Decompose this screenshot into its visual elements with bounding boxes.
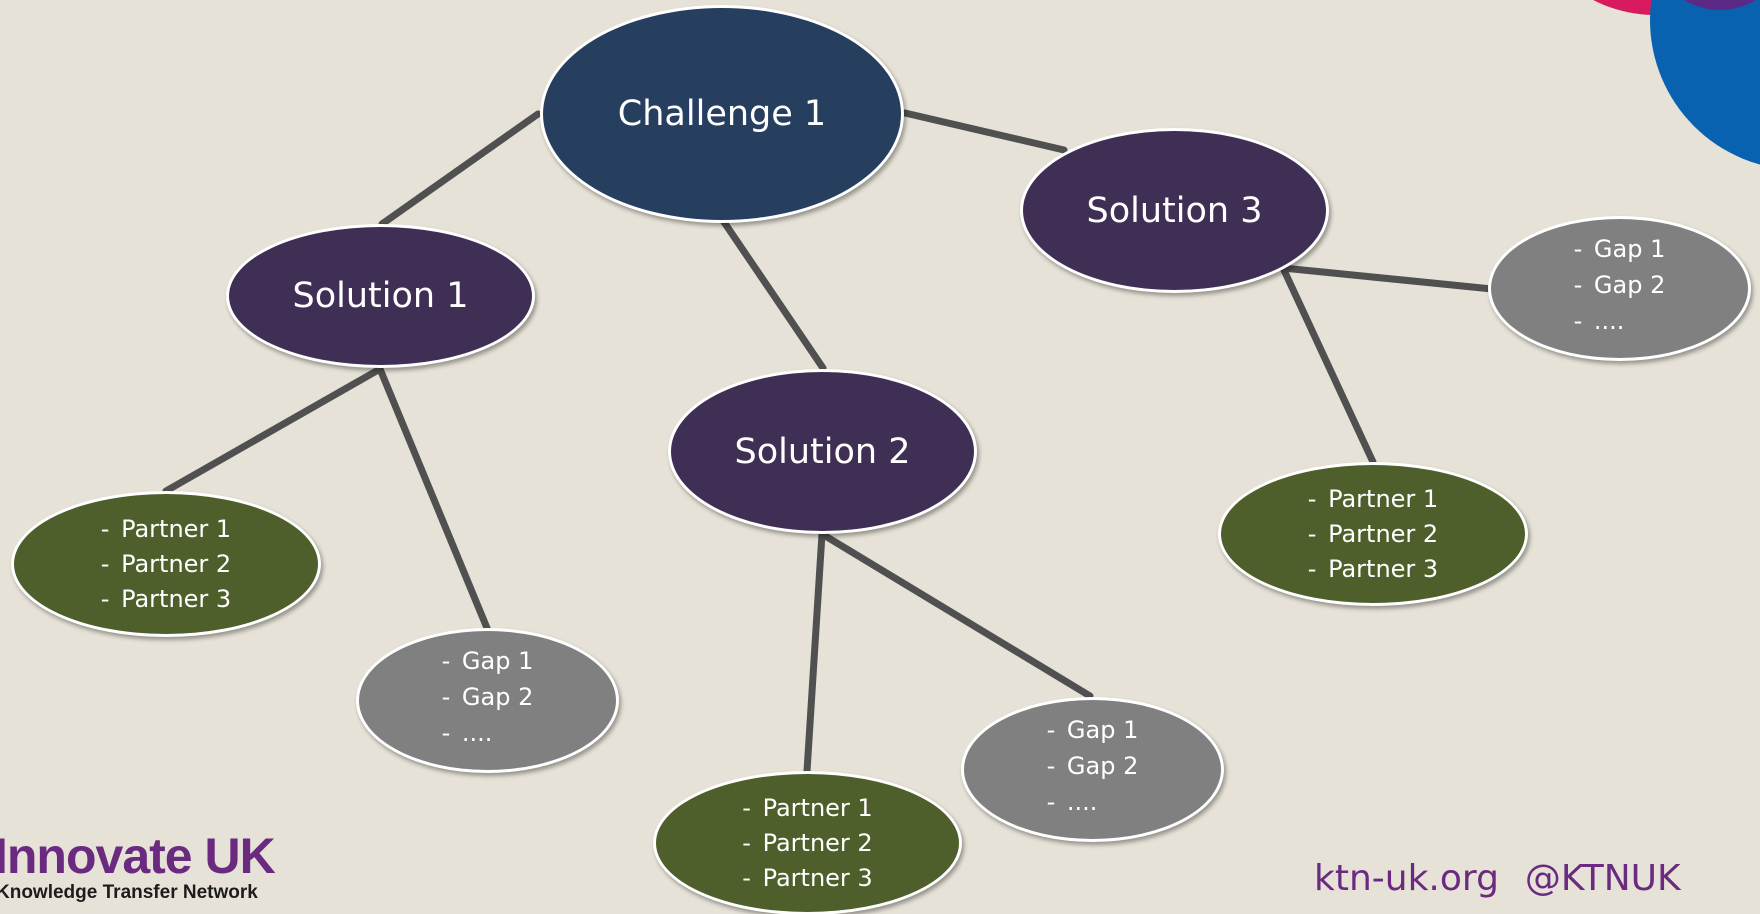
innovate-uk-logo: Innovate UK Knowledge Transfer Network	[0, 828, 276, 904]
logo-subtitle: Knowledge Transfer Network	[0, 882, 258, 903]
gaps-node-solution-1[interactable]: Gap 1 Gap 2 ....	[356, 628, 619, 773]
solution-title: Solution 1	[292, 276, 469, 316]
gap-item: Gap 2	[442, 679, 533, 715]
challenge-node[interactable]: Challenge 1	[540, 5, 904, 223]
connector-challenge-solution1	[378, 110, 542, 228]
gap-item: Gap 2	[1574, 267, 1665, 303]
partner-item: Partner 2	[742, 826, 873, 861]
gap-item: Gap 2	[1047, 748, 1138, 784]
gap-list: Gap 1 Gap 2 ....	[1574, 231, 1666, 339]
solution-title: Solution 3	[1086, 190, 1263, 231]
corner-arc-blue	[1650, 0, 1760, 165]
solution-title: Solution 2	[734, 431, 911, 472]
website-link[interactable]: ktn-uk.org	[1314, 858, 1499, 899]
partner-list: Partner 1 Partner 2 Partner 3	[1308, 482, 1438, 587]
partners-node-solution-3[interactable]: Partner 1 Partner 2 Partner 3	[1218, 462, 1528, 606]
partner-item: Partner 3	[1308, 552, 1438, 587]
partners-node-solution-2[interactable]: Partner 1 Partner 2 Partner 3	[653, 771, 962, 914]
logo-name: Innovate UK	[0, 828, 276, 884]
gap-item: Gap 1	[1574, 231, 1665, 267]
connector-solution2-gaps	[818, 530, 1094, 700]
partner-list: Partner 1 Partner 2 Partner 3	[742, 791, 873, 896]
connector-challenge-solution2	[720, 218, 827, 372]
gap-item: Gap 1	[1047, 712, 1138, 748]
gap-item: Gap 1	[442, 643, 533, 679]
social-handle[interactable]: @KTNUK	[1524, 858, 1681, 899]
solution-node-3[interactable]: Solution 3	[1020, 128, 1329, 293]
connector-solution3-gaps	[1279, 264, 1496, 293]
partner-list: Partner 1 Partner 2 Partner 3	[101, 512, 231, 617]
corner-arc-purple	[1683, 0, 1757, 10]
partners-node-solution-1[interactable]: Partner 1 Partner 2 Partner 3	[11, 491, 321, 637]
gap-list: Gap 1 Gap 2 ....	[1047, 712, 1139, 820]
connector-solution1-gaps	[376, 365, 491, 632]
partner-item: Partner 1	[1308, 482, 1438, 517]
footer-links: ktn-uk.org @KTNUK	[1314, 858, 1681, 899]
gap-list: Gap 1 Gap 2 ....	[442, 643, 534, 751]
connector-challenge-solution3	[901, 109, 1068, 154]
partner-item: Partner 2	[101, 547, 231, 582]
gaps-node-solution-3[interactable]: Gap 1 Gap 2 ....	[1488, 216, 1751, 361]
partner-item: Partner 3	[742, 861, 873, 896]
challenge-title: Challenge 1	[617, 94, 827, 134]
gap-item: ....	[1574, 303, 1666, 339]
partner-item: Partner 1	[742, 791, 873, 826]
solution-node-2[interactable]: Solution 2	[668, 369, 977, 534]
gaps-node-solution-2[interactable]: Gap 1 Gap 2 ....	[961, 697, 1224, 842]
connector-solution3-partners	[1279, 264, 1377, 466]
connector-solution1-partners	[162, 365, 384, 495]
gap-item: ....	[442, 715, 534, 751]
partner-item: Partner 2	[1308, 517, 1438, 552]
connector-solution2-partners	[803, 530, 826, 775]
solution-node-1[interactable]: Solution 1	[226, 224, 535, 368]
gap-item: ....	[1047, 784, 1139, 820]
partner-item: Partner 1	[101, 512, 231, 547]
partner-item: Partner 3	[101, 582, 231, 617]
